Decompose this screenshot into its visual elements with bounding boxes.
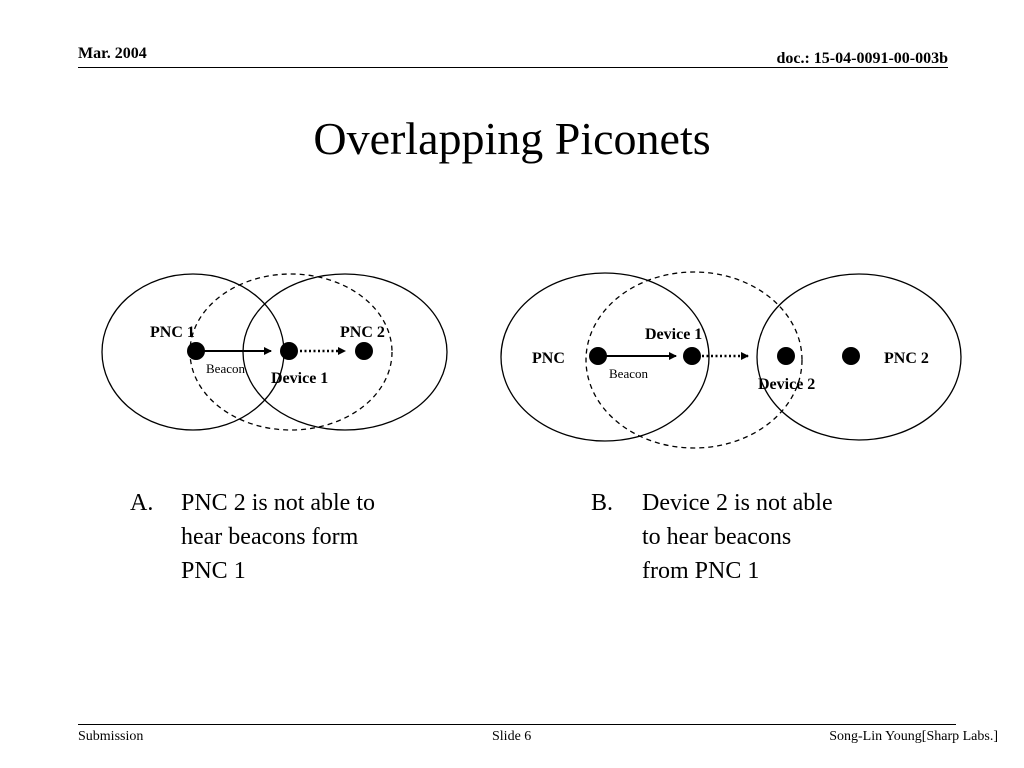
beacon-label: Beacon xyxy=(206,361,245,376)
header-doc-id: doc.: 15-04-0091-00-003b xyxy=(776,50,948,67)
caption-b-text: Device 2 is not able to hear beacons fro… xyxy=(642,486,833,588)
footer-slide-number: Slide 6 xyxy=(492,729,532,744)
caption-b-line: Device 2 is not able xyxy=(642,490,833,516)
pnc2-label: PNC 2 xyxy=(340,324,385,341)
pnc2-coverage-circle xyxy=(756,273,962,441)
caption-b-line: to hear beacons xyxy=(642,524,792,550)
header-divider xyxy=(78,67,948,68)
device1-coverage-circle xyxy=(585,271,803,449)
caption-a-line: PNC 2 is not able to xyxy=(181,490,376,516)
caption-b-marker: B. xyxy=(591,490,614,516)
device2-node xyxy=(777,347,795,365)
header-date: Mar. 2004 xyxy=(78,45,147,62)
device2-label: Device 2 xyxy=(758,376,815,393)
footer-divider xyxy=(78,724,956,725)
device1-node xyxy=(683,347,701,365)
caption-a-marker: A. xyxy=(130,490,154,516)
beacon-label: Beacon xyxy=(609,366,648,381)
caption-b-line: from PNC 1 xyxy=(642,558,760,584)
pnc2-coverage-circle xyxy=(242,273,448,431)
device1-label: Device 1 xyxy=(645,326,702,343)
diagram-b: PNC Device 1 Beacon Device 2 PNC 2 xyxy=(500,271,962,449)
pnc1-node xyxy=(187,342,205,360)
device1-label: Device 1 xyxy=(271,370,328,387)
footer-author: Song-Lin Young[Sharp Labs.] xyxy=(829,729,998,744)
pnc2-node xyxy=(355,342,373,360)
caption-a-line: PNC 1 xyxy=(181,558,246,584)
footer-submission: Submission xyxy=(78,729,144,744)
pnc-node xyxy=(589,347,607,365)
pnc-coverage-circle xyxy=(500,272,710,442)
pnc2-node xyxy=(842,347,860,365)
slide-title: Overlapping Piconets xyxy=(313,113,711,164)
pnc1-label: PNC 1 xyxy=(150,324,195,341)
caption-a-text: PNC 2 is not able to hear beacons form P… xyxy=(181,486,375,588)
device1-node xyxy=(280,342,298,360)
caption-a-line: hear beacons form xyxy=(181,524,359,550)
pnc2-label: PNC 2 xyxy=(884,350,929,367)
pnc-label: PNC xyxy=(532,350,565,367)
diagram-a: PNC 1 PNC 2 Beacon Device 1 xyxy=(101,273,448,431)
